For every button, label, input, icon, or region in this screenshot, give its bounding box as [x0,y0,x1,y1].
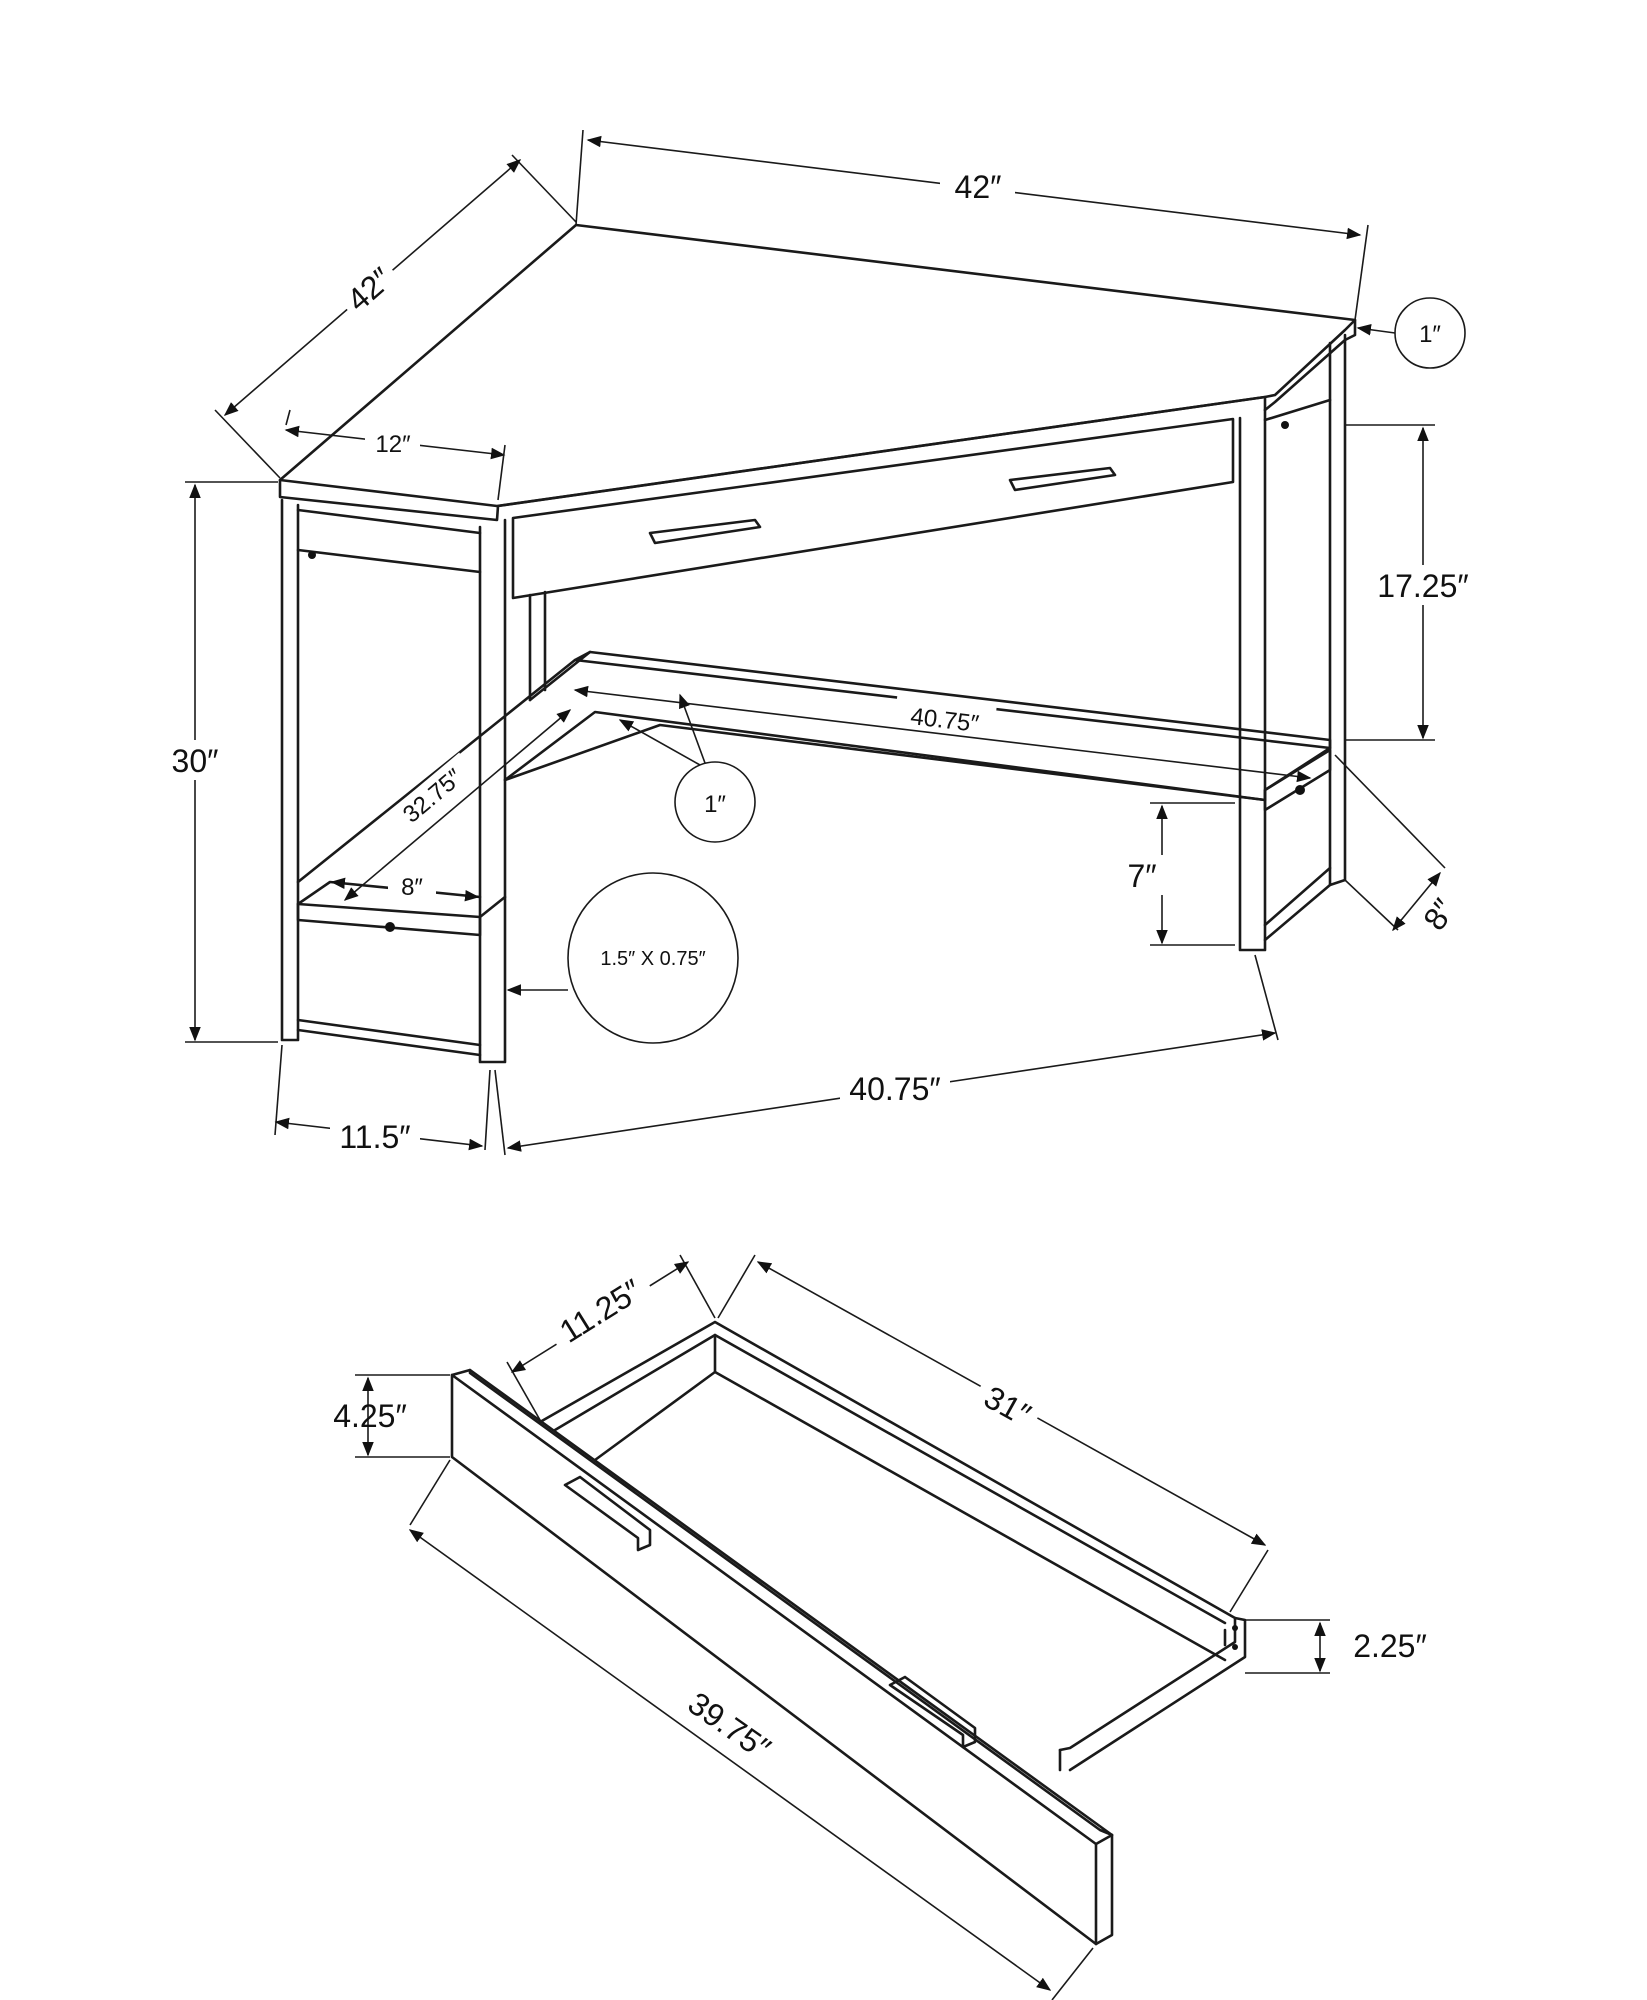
desk-top-surface [278,223,1357,522]
dim-shelf-depth-left: 8″ [401,874,423,901]
shelf-bolt-left [385,922,395,932]
dim-shelf-depth-right: 8″ [1416,892,1462,937]
dim-drawer-depth: 11.25″ [553,1272,648,1350]
dim-height: 30″ [172,743,219,779]
dim-front-width: 40.75″ [849,1071,940,1107]
right-leg-back [1328,333,1347,887]
drawer-front [450,1368,1114,1946]
drawer-drawing [450,1320,1247,1946]
dim-side-depth: 11.5″ [339,1119,410,1155]
desk-top-edge [278,395,1267,508]
drawer-handle-right [1008,466,1117,492]
dim-leg-profile: 1.5″ X 0.75″ [600,948,705,970]
desk-dimensions: 42″ 42″ 1″ 12″ 30″ 17.25″ 40.75″ [165,129,1480,1156]
dim-leg-clearance: 17.25″ [1377,568,1468,604]
dim-top-thickness: 1″ [1419,321,1441,348]
dim-shelf-thickness: 1″ [704,791,726,818]
desk-drawing [278,223,1357,1064]
left-leg-front [478,518,507,1064]
right-small-shelf [1263,748,1332,812]
dim-drawer-side-height: 2.25″ [1353,1628,1427,1664]
left-leg-back [280,498,300,1042]
left-small-shelf [296,902,482,937]
drawer-dimensions: 11.25″ 31″ 4.25″ 2.25″ 39.75″ [333,1254,1427,2000]
shelf-bolt-right [1295,785,1305,795]
dim-top-width-back: 42″ [955,169,1002,205]
dim-drawer-front-height: 4.25″ [333,1398,407,1434]
drawer-front-panel [511,417,1235,600]
drawer-handle-left [648,518,762,545]
right-leg-front [1238,408,1267,952]
dim-shelf-height: 7″ [1127,858,1156,894]
right-leg-bolt [1281,421,1289,429]
left-leg-bolt [308,551,316,559]
callout-shelf-thickness [674,761,756,843]
dim-top-side-depth: 12″ [375,431,411,458]
drawer-box [538,1320,1237,1752]
